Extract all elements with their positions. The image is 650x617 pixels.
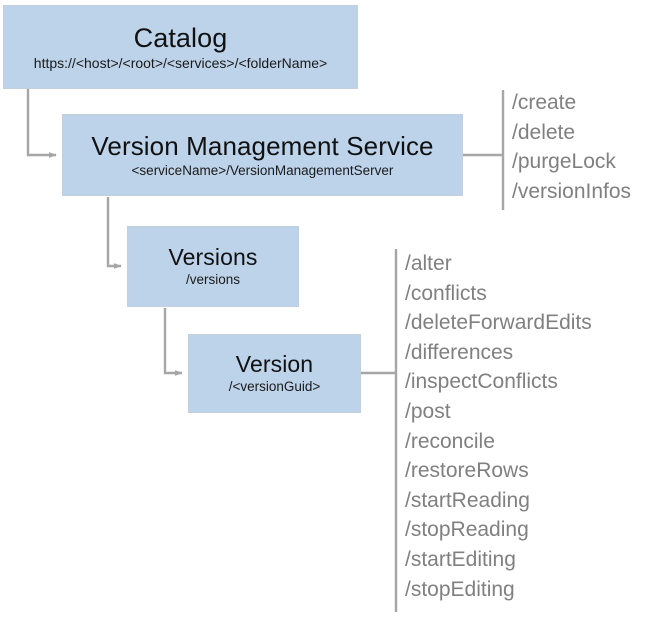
- node-versions[interactable]: Versions /versions: [127, 226, 299, 307]
- operation-item[interactable]: /stopReading: [405, 518, 529, 542]
- node-versions-title: Versions: [168, 244, 258, 271]
- operation-item[interactable]: /conflicts: [405, 281, 487, 305]
- node-version[interactable]: Version /<versionGuid>: [188, 334, 361, 413]
- connector-versions-to-version: [163, 308, 183, 376]
- node-catalog-subtitle: https://<host>/<root>/<services>/<folder…: [33, 55, 328, 72]
- operation-item[interactable]: /versionInfos: [512, 179, 632, 203]
- operation-item[interactable]: /reconcile: [405, 429, 495, 453]
- node-version-management-service-subtitle: <serviceName>/VersionManagementServer: [131, 162, 394, 178]
- operation-item[interactable]: /deleteForwardEdits: [405, 311, 592, 335]
- operation-item[interactable]: /stopEditing: [405, 577, 515, 601]
- node-version-title: Version: [235, 351, 314, 378]
- operations-list-version-management-service: /create/delete/purgeLock/versionInfos: [512, 88, 631, 206]
- node-version-management-service-title: Version Management Service: [91, 130, 434, 161]
- node-catalog[interactable]: Catalog https://<host>/<root>/<services>…: [3, 5, 358, 89]
- operation-item[interactable]: /create: [512, 91, 577, 114]
- operations-list-version: /alter/conflicts/deleteForwardEdits/diff…: [405, 249, 592, 604]
- operation-item[interactable]: /alter: [405, 252, 452, 275]
- node-version-subtitle: /<versionGuid>: [228, 379, 321, 395]
- operation-item[interactable]: /startReading: [405, 488, 530, 512]
- node-version-management-service[interactable]: Version Management Service <serviceName>…: [62, 114, 463, 196]
- operation-item[interactable]: /inspectConflicts: [405, 370, 558, 394]
- node-catalog-title: Catalog: [133, 22, 228, 53]
- operation-item[interactable]: /differences: [405, 340, 514, 364]
- operation-item[interactable]: /startEditing: [405, 547, 516, 571]
- operation-item[interactable]: /post: [405, 399, 451, 423]
- operation-item[interactable]: /restoreRows: [405, 459, 529, 483]
- node-versions-subtitle: /versions: [185, 272, 241, 288]
- connector-vms-to-versions: [106, 197, 122, 269]
- operation-item[interactable]: /delete: [512, 120, 576, 144]
- operation-item[interactable]: /purgeLock: [512, 150, 616, 174]
- connector-catalog-to-vms: [26, 89, 57, 158]
